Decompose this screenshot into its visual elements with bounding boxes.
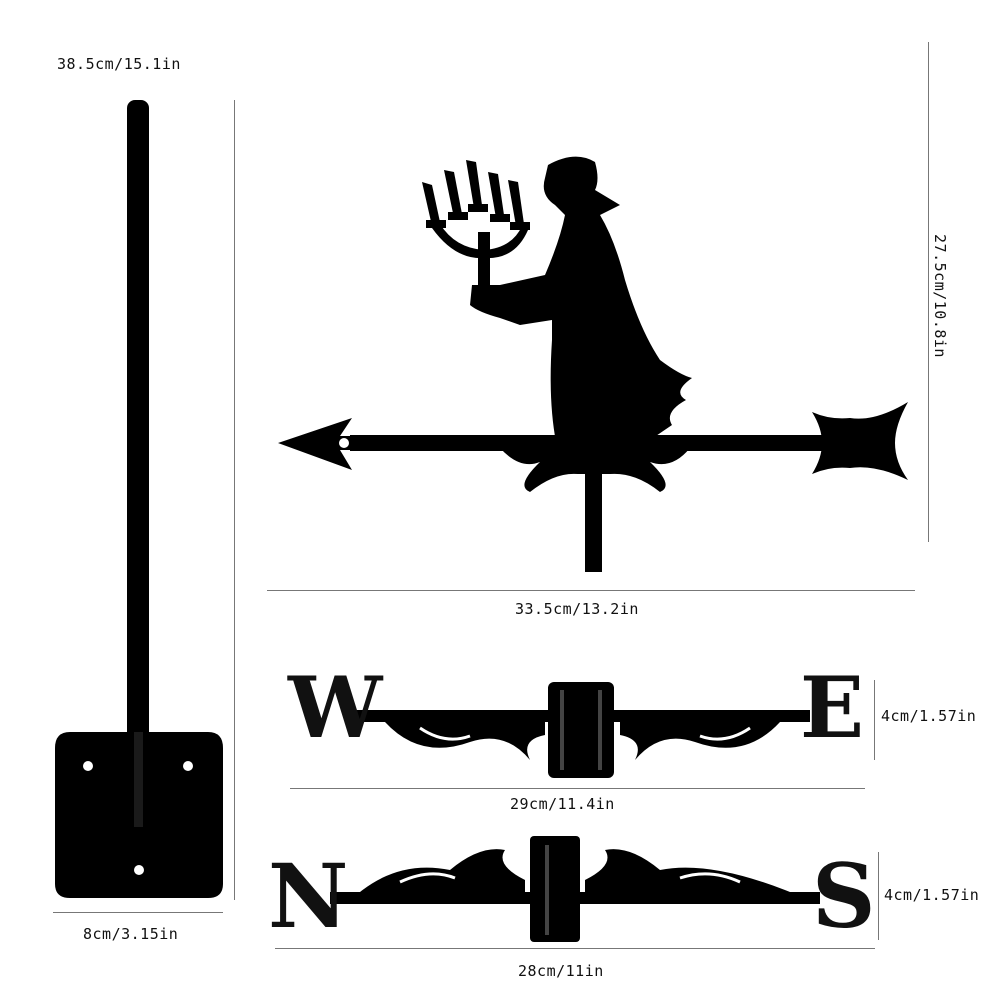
- plate-width-label: 8cm/3.15in: [83, 925, 179, 943]
- we-height-guide: [874, 680, 875, 760]
- vane-width-label: 33.5cm/13.2in: [515, 600, 639, 618]
- ns-width-guide: [275, 948, 875, 949]
- vane-width-guide: [267, 590, 915, 591]
- east-letter: E: [800, 658, 865, 757]
- ns-height-label: 4cm/1.57in: [884, 886, 980, 904]
- south-letter: S: [812, 844, 876, 948]
- we-width-label: 29cm/11.4in: [510, 795, 615, 813]
- pole-height-label: 38.5cm/15.1in: [57, 55, 181, 73]
- we-width-guide: [290, 788, 865, 789]
- ns-height-guide: [878, 852, 879, 940]
- plate-width-guide: [53, 912, 223, 913]
- north-letter: N: [268, 844, 349, 948]
- west-letter: W: [288, 658, 383, 757]
- pole-height-guide: [234, 100, 235, 900]
- vane-height-guide: [928, 42, 929, 542]
- ns-width-label: 28cm/11in: [518, 962, 604, 980]
- we-height-label: 4cm/1.57in: [881, 707, 977, 725]
